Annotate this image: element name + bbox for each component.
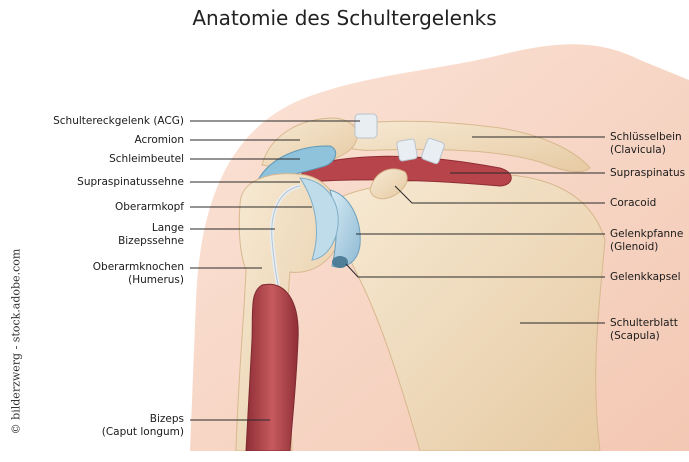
label-humerus-line2: (Humerus) [93, 274, 184, 287]
label-clavicula-line1: Schlüsselbein [610, 131, 682, 144]
label-scapula-line2: (Scapula) [610, 330, 678, 343]
label-bizepssehne: Lange Bizepssehne [118, 222, 184, 248]
label-supraspinatus: Supraspinatus [610, 167, 685, 180]
label-schleimbeutel: Schleimbeutel [109, 153, 184, 166]
label-glenoid-line1: Gelenkpfanne [610, 228, 683, 241]
label-bizeps-line1: Bizeps [102, 413, 184, 426]
shoulder-illustration [0, 0, 689, 451]
label-humerus-line1: Oberarmknochen [93, 261, 184, 274]
label-clavicula: Schlüsselbein (Clavicula) [610, 131, 682, 157]
label-clavicula-line2: (Clavicula) [610, 144, 682, 157]
label-supraspinatussehne: Supraspinatussehne [77, 176, 184, 189]
label-scapula-line1: Schulterblatt [610, 317, 678, 330]
label-humerus: Oberarmknochen (Humerus) [93, 261, 184, 287]
label-glenoid-line2: (Glenoid) [610, 241, 683, 254]
label-acg: Schultereckgelenk (ACG) [53, 115, 184, 128]
label-acromion: Acromion [134, 134, 184, 147]
joint-capsule [332, 256, 348, 268]
label-bizepssehne-line2: Bizepssehne [118, 235, 184, 248]
label-bizeps-line2: (Caput longum) [102, 426, 184, 439]
label-coracoid: Coracoid [610, 197, 656, 210]
label-glenoid: Gelenkpfanne (Glenoid) [610, 228, 683, 254]
acg-ligament [355, 114, 377, 138]
label-bizeps: Bizeps (Caput longum) [102, 413, 184, 439]
label-scapula: Schulterblatt (Scapula) [610, 317, 678, 343]
label-gelenkkapsel: Gelenkkapsel [610, 271, 681, 284]
biceps-muscle [246, 284, 298, 451]
label-oberarmkopf: Oberarmkopf [115, 201, 184, 214]
coracoclavicular-ligament [396, 139, 417, 162]
label-bizepssehne-line1: Lange [118, 222, 184, 235]
copyright-notice: © bilderzwerg - stock.adobe.com [10, 222, 23, 462]
